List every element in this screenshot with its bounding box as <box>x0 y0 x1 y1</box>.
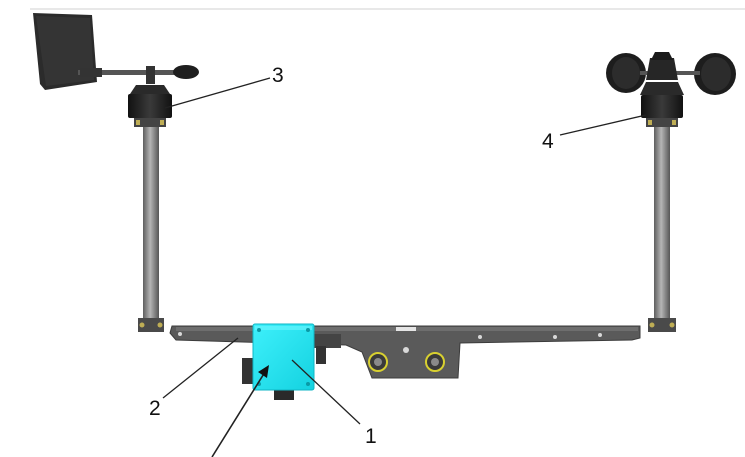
wind-vane-sensor <box>33 13 199 127</box>
callout-label-2: 2 <box>149 397 161 420</box>
cable-gland <box>274 388 294 400</box>
junction-box <box>242 323 341 400</box>
wind-vane-housing <box>128 94 172 118</box>
callout-label-3: 3 <box>272 64 284 87</box>
anemometer-housing <box>641 95 683 118</box>
cup-anemometer-sensor <box>606 52 736 127</box>
arrow-shaft <box>211 371 266 457</box>
arrow-head <box>258 365 269 378</box>
leader-line-4 <box>559 114 647 136</box>
leader-lines <box>162 77 647 457</box>
callout-label-1: 1 <box>365 425 377 448</box>
leader-line-1 <box>291 359 361 425</box>
junction-box-body <box>252 323 315 391</box>
leader-line-2 <box>162 337 239 399</box>
cross-arm-bracket <box>169 325 641 379</box>
right-mast-pole <box>654 127 670 323</box>
wind-vane-counterweight <box>173 65 199 79</box>
leader-line-3 <box>164 77 271 109</box>
left-mast-pole <box>143 127 159 323</box>
callout-label-4: 4 <box>542 130 554 153</box>
wind-vane-arm <box>78 70 178 75</box>
